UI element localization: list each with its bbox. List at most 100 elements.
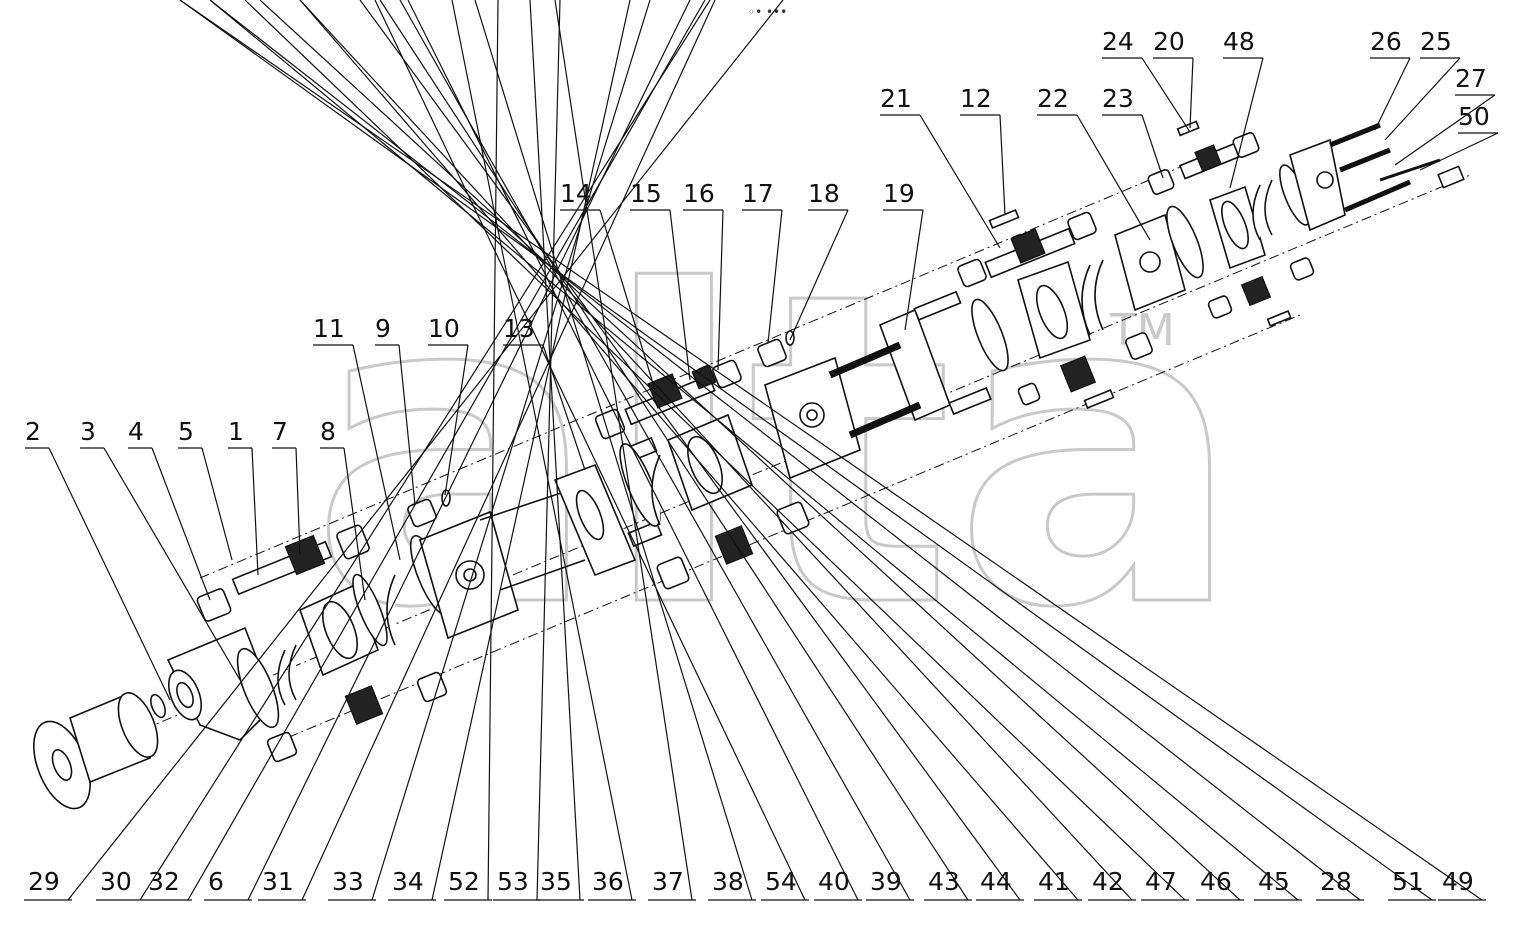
callout-leader-25 bbox=[1384, 57, 1461, 141]
callout-leader-6 bbox=[247, 0, 691, 901]
callout-label-24: 24 bbox=[1102, 27, 1134, 56]
callout-label-47: 47 bbox=[1145, 867, 1177, 896]
part-rear-cover-28 bbox=[1289, 138, 1346, 232]
callout-label-23: 23 bbox=[1102, 84, 1134, 113]
callout-label-22: 22 bbox=[1037, 84, 1069, 113]
part-bolt-25 bbox=[1339, 147, 1391, 173]
part-driven-gear-31 bbox=[266, 671, 448, 763]
callout-label-29: 29 bbox=[28, 867, 60, 896]
callout-label-44: 44 bbox=[980, 867, 1012, 896]
callout-label-9: 9 bbox=[375, 314, 391, 343]
callout-label-46: 46 bbox=[1200, 867, 1232, 896]
callout-label-26: 26 bbox=[1370, 27, 1402, 56]
callout-leader-12 bbox=[999, 114, 1006, 216]
callout-leader-44 bbox=[359, 0, 1021, 901]
callout-leader-7 bbox=[295, 447, 301, 556]
callout-leader-46 bbox=[259, 0, 1241, 901]
callout-label-10: 10 bbox=[428, 314, 460, 343]
part-flange-shaft bbox=[33, 691, 159, 810]
callout-leader-26 bbox=[1374, 57, 1411, 131]
callout-label-6: 6 bbox=[208, 867, 224, 896]
callout-label-32: 32 bbox=[148, 867, 180, 896]
callout-label-45: 45 bbox=[1258, 867, 1290, 896]
callout-leader-16 bbox=[717, 209, 724, 371]
part-snap-ring-45 bbox=[1264, 179, 1273, 236]
callout-leader-36 bbox=[451, 0, 633, 901]
callout-leader-9 bbox=[398, 344, 416, 506]
callout-label-21: 21 bbox=[880, 84, 912, 113]
callout-label-49: 49 bbox=[1442, 867, 1474, 896]
part-snap-ring-42b bbox=[1094, 259, 1104, 331]
part-bushing-16 bbox=[712, 359, 742, 389]
callout-label-53: 53 bbox=[497, 867, 529, 896]
callout-leader-30 bbox=[139, 0, 711, 901]
callout-leader-27 bbox=[1394, 94, 1496, 166]
callout-label-3: 3 bbox=[80, 417, 96, 446]
callout-label-27: 27 bbox=[1455, 64, 1487, 93]
callout-label-39: 39 bbox=[870, 867, 902, 896]
callout-label-40: 40 bbox=[818, 867, 850, 896]
callout-leader-35 bbox=[529, 0, 581, 901]
part-rod-51 bbox=[1379, 158, 1441, 182]
callout-label-43: 43 bbox=[928, 867, 960, 896]
callout-leader-33 bbox=[371, 0, 651, 901]
part-gear-housing-3 bbox=[1017, 260, 1091, 360]
callout-label-5: 5 bbox=[178, 417, 194, 446]
part-seal-41 bbox=[971, 298, 1009, 372]
callout-label-34: 34 bbox=[392, 867, 424, 896]
callout-leader-34 bbox=[431, 0, 631, 901]
callout-leader-21 bbox=[919, 114, 1001, 249]
callout-label-18: 18 bbox=[808, 179, 840, 208]
callout-leader-53 bbox=[536, 0, 561, 901]
callout-label-30: 30 bbox=[100, 867, 132, 896]
callout-label-52: 52 bbox=[448, 867, 480, 896]
part-snap-ring-c bbox=[651, 454, 661, 526]
callout-leader-31 bbox=[301, 0, 716, 901]
callout-label-14: 14 bbox=[560, 179, 592, 208]
callout-label-19: 19 bbox=[883, 179, 915, 208]
callout-label-50: 50 bbox=[1458, 102, 1490, 131]
part-plate-13 bbox=[553, 463, 637, 577]
callout-leader-32 bbox=[187, 0, 706, 901]
callout-leader-4 bbox=[151, 447, 211, 601]
callout-label-25: 25 bbox=[1420, 27, 1452, 56]
callout-leader-50 bbox=[1419, 132, 1499, 171]
upper-gear-axis bbox=[199, 141, 1241, 579]
callout-leaders bbox=[24, 0, 1499, 901]
callout-label-54: 54 bbox=[765, 867, 797, 896]
callout-label-37: 37 bbox=[652, 867, 684, 896]
callout-leader-15 bbox=[669, 209, 691, 381]
part-screw-upper bbox=[913, 290, 962, 321]
callout-label-35: 35 bbox=[540, 867, 572, 896]
callout-leader-43 bbox=[379, 0, 969, 901]
callout-leader-45 bbox=[209, 0, 1299, 901]
callout-leader-18 bbox=[789, 209, 849, 341]
callout-leader-11 bbox=[352, 344, 401, 561]
part-middle-plate-34 bbox=[419, 510, 519, 640]
callout-leader-20 bbox=[1189, 57, 1194, 129]
callout-label-2: 2 bbox=[25, 417, 41, 446]
callout-leader-10 bbox=[444, 344, 469, 496]
part-bolt-27 bbox=[1344, 179, 1411, 213]
part-nut-49 bbox=[1437, 165, 1465, 189]
callout-label-28: 28 bbox=[1320, 867, 1352, 896]
part-bolt-26 bbox=[1329, 122, 1381, 148]
callout-label-33: 33 bbox=[332, 867, 364, 896]
callout-label-7: 7 bbox=[272, 417, 288, 446]
part-seal-32 bbox=[236, 647, 280, 729]
part-gear-47 bbox=[1207, 257, 1315, 327]
part-body-22 bbox=[1114, 213, 1186, 312]
part-seal-8 bbox=[352, 573, 388, 647]
callout-label-31: 31 bbox=[262, 867, 294, 896]
callout-label-13: 13 bbox=[503, 314, 535, 343]
callout-label-15: 15 bbox=[630, 179, 662, 208]
part-gear-37 bbox=[656, 501, 810, 590]
callout-leader-39 bbox=[399, 0, 911, 901]
callout-leader-38 bbox=[474, 0, 753, 901]
part-shaft-21 bbox=[957, 209, 1097, 288]
callout-leader-8 bbox=[343, 447, 366, 601]
callout-leader-52 bbox=[487, 0, 499, 901]
callout-label-48: 48 bbox=[1223, 27, 1255, 56]
part-gear-housing-48 bbox=[1209, 185, 1266, 270]
